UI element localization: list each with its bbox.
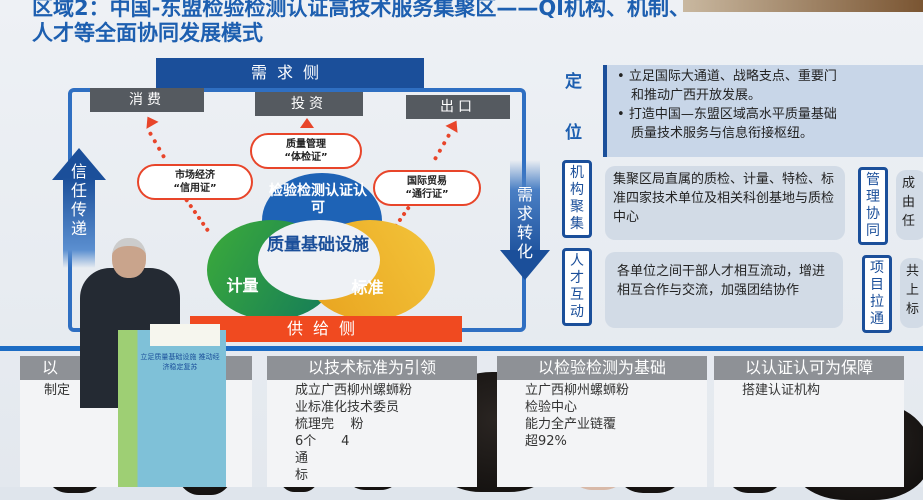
column-line: 检验中心 <box>525 400 578 415</box>
core-center <box>258 220 380 300</box>
qi-label: 质量基础设施 <box>267 235 369 255</box>
positioning-label-1: 定 <box>565 72 582 92</box>
oval-international-trade: 国际贸易 “通行证” <box>373 170 481 206</box>
management-tag: 管理协同 <box>858 167 888 245</box>
podium-sign <box>150 324 220 346</box>
positioning-label-2: 位 <box>565 123 582 143</box>
column-line: 制定 <box>44 383 71 398</box>
inspection-label: 检验检测认证认可 <box>269 183 367 216</box>
management-text: 成由任 <box>896 170 923 240</box>
investment-box: 投资 <box>255 92 363 116</box>
arrow-up-icon <box>300 118 314 128</box>
column-4: 以认证认可为保障搭建认证机构 <box>714 356 904 487</box>
oval-line: 国际贸易 <box>407 176 447 187</box>
demand-arrow-shaft <box>510 160 540 260</box>
project-tag: 项目拉通 <box>862 255 892 333</box>
oval-line: “体检证” <box>284 152 328 163</box>
demand-arrow-icon <box>500 250 550 280</box>
column-line: 业标准化技术委员 <box>295 400 400 415</box>
oval-line: “信用证” <box>173 183 217 194</box>
oval-line: “通行证” <box>405 189 449 200</box>
export-box: 出口 <box>406 95 510 119</box>
institution-text: 集聚区局直属的质检、计量、特检、标准四家技术单位及相关科创基地与质检中心 <box>605 166 845 240</box>
demand-transform-label: 需求转化 <box>516 185 533 261</box>
standard-label: 标准 <box>351 278 384 297</box>
supply-side-bar: 供给侧 <box>190 316 462 342</box>
column-3: 以检验检测为基础立广西柳州螺蛳粉检验中心能力全产业链覆超92% <box>497 356 707 487</box>
column-line: 标 <box>295 468 309 483</box>
slide-title: 区域2：中国-东盟检验检测认证高技术服务集聚区——QI机构、机制、人才等全面协同… <box>32 0 690 46</box>
positioning-box: • 立足国际大通道、战略支点、重要门 和推动广西开放发展。 • 打造中国—东盟区… <box>603 65 923 157</box>
oval-line: 市场经济 <box>175 170 215 181</box>
metrology-label: 计量 <box>226 276 259 295</box>
column-line: 立广西柳州螺蛳粉 <box>525 383 630 398</box>
bullet-text: 立足国际大通道、战略支点、重要门 <box>628 69 837 84</box>
column-line: 成立广西柳州螺蛳粉 <box>295 383 413 398</box>
column-line: 梳理完 粉 <box>295 417 364 432</box>
bullet: • 立足国际大通道、战略支点、重要门 <box>617 69 837 84</box>
background-wall <box>683 0 923 12</box>
trust-arrow-icon <box>52 148 106 180</box>
trust-arrow-shaft <box>63 178 95 268</box>
divider <box>0 346 923 351</box>
column-line: 超92% <box>525 434 567 449</box>
bullet-text: 质量技术服务与信息衔接枢纽。 <box>631 126 814 141</box>
bullet: • 打造中国—东盟区域高水平质量基础 <box>617 107 837 122</box>
title-line-1: 区域2：中国-东盟检验检测认证高技术服务集聚区——QI机构、机制、 <box>32 0 690 20</box>
column-line: 能力全产业链覆 <box>525 417 617 432</box>
column-2: 以技术标准为引领成立广西柳州螺蛳粉业标准化技术委员梳理完 粉 6个 4 通标 <box>267 356 477 487</box>
oval-market-economy: 市场经济 “信用证” <box>137 164 253 200</box>
bullet-text: 和推动广西开放发展。 <box>631 88 762 103</box>
column-heading: 以技术标准为引领 <box>267 356 477 380</box>
institution-tag: 机构聚集 <box>562 160 592 238</box>
talent-text: 各单位之间干部人才相互流动，增进相互合作与交流，加强团结协作 <box>605 252 843 328</box>
project-text: 共上标 <box>900 258 923 328</box>
demand-side-bar: 需求侧 <box>156 58 424 88</box>
consumption-box: 消费 <box>90 88 204 112</box>
title-line-2: 人才等全面协同发展模式 <box>32 21 263 45</box>
column-heading: 以认证认可为保障 <box>714 356 904 380</box>
column-line: 搭建认证机构 <box>742 383 821 398</box>
column-heading: 以检验检测为基础 <box>497 356 707 380</box>
talent-tag: 人才互动 <box>562 248 592 326</box>
oval-line: 质量管理 <box>286 139 326 150</box>
column-line: 通 <box>295 451 309 466</box>
podium-text: 立足质量基础设施 推动经济稳定复苏 <box>140 353 220 371</box>
bullet-text: 打造中国—东盟区域高水平质量基础 <box>628 107 837 122</box>
speaker-head <box>112 238 146 278</box>
oval-quality-management: 质量管理 “体检证” <box>250 133 362 169</box>
column-line: 6个 4 <box>295 434 350 449</box>
podium <box>118 330 226 487</box>
trust-transfer-label: 信任传递 <box>70 162 87 238</box>
